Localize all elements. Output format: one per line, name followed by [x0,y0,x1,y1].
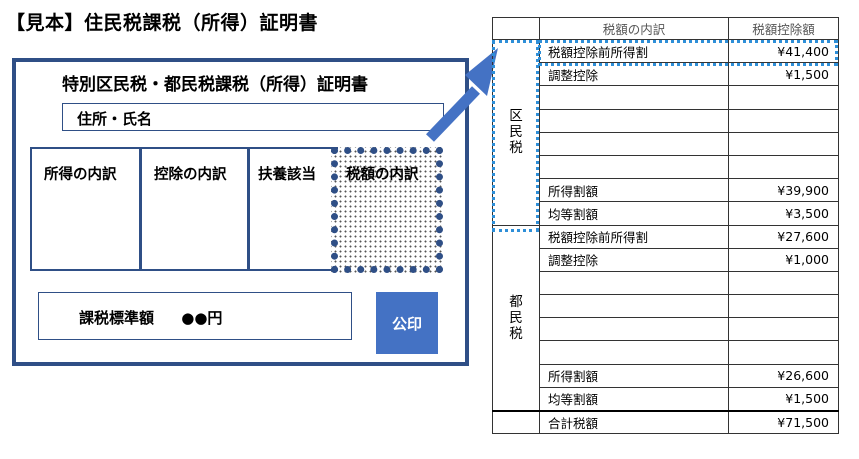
table-row [493,154,839,180]
table-row: 均等割額¥1,500 [493,386,839,412]
income-breakdown-section: 所得の内訳 [30,147,141,271]
taxable-standard-box: 課税標準額 ●●円 [38,292,352,340]
metro-tax-label: 都民税 [492,224,540,411]
table-row: 調整控除¥1,500 [493,62,839,87]
table-row: 所得割額¥26,600 [493,363,839,388]
taxable-standard-label: 課税標準額 [79,309,155,327]
highlight-ward-tax-column [492,40,539,232]
tax-breakdown-section-highlighted: 税額の内訳 [331,147,443,273]
official-seal: 公印 [376,292,438,354]
table-row: 調整控除¥1,000 [493,247,839,272]
header-item: 税額の内訳 [539,17,729,40]
highlight-pretax-income-row [538,40,838,66]
certificate-title: 特別区民税・都民税課税（所得）証明書 [62,75,368,95]
deduction-breakdown-section: 控除の内訳 [140,147,249,271]
header-amount: 税額控除額 [728,17,839,40]
total-label: 合計税額 [539,409,729,435]
tax-breakdown-table: 税額の内訳 税額控除額 区民税 税額控除前所得割 ¥41,400 調整控除¥1,… [492,17,839,435]
table-row [493,85,839,110]
page-title: 【見本】住民税課税（所得）証明書 [6,12,319,34]
total-amount: ¥71,500 [728,409,839,435]
table-row [493,270,839,296]
address-name-box: 住所・氏名 [62,103,444,131]
total-row: 合計税額 ¥71,500 [492,409,839,435]
table-row [493,131,839,156]
header-blank [492,17,540,40]
table-row: 所得割額¥39,900 [493,178,839,203]
table-row [493,317,839,342]
table-row [493,108,839,133]
table-row: 都民税 税額控除前所得割 ¥27,600 [492,224,839,411]
table-row [493,294,839,319]
certificate-sample-frame [12,58,469,366]
taxable-standard-value: ●●円 [181,309,223,327]
table-row [493,340,839,365]
dependent-section: 扶養該当 [248,147,338,271]
table-row: 均等割額¥3,500 [493,201,839,226]
